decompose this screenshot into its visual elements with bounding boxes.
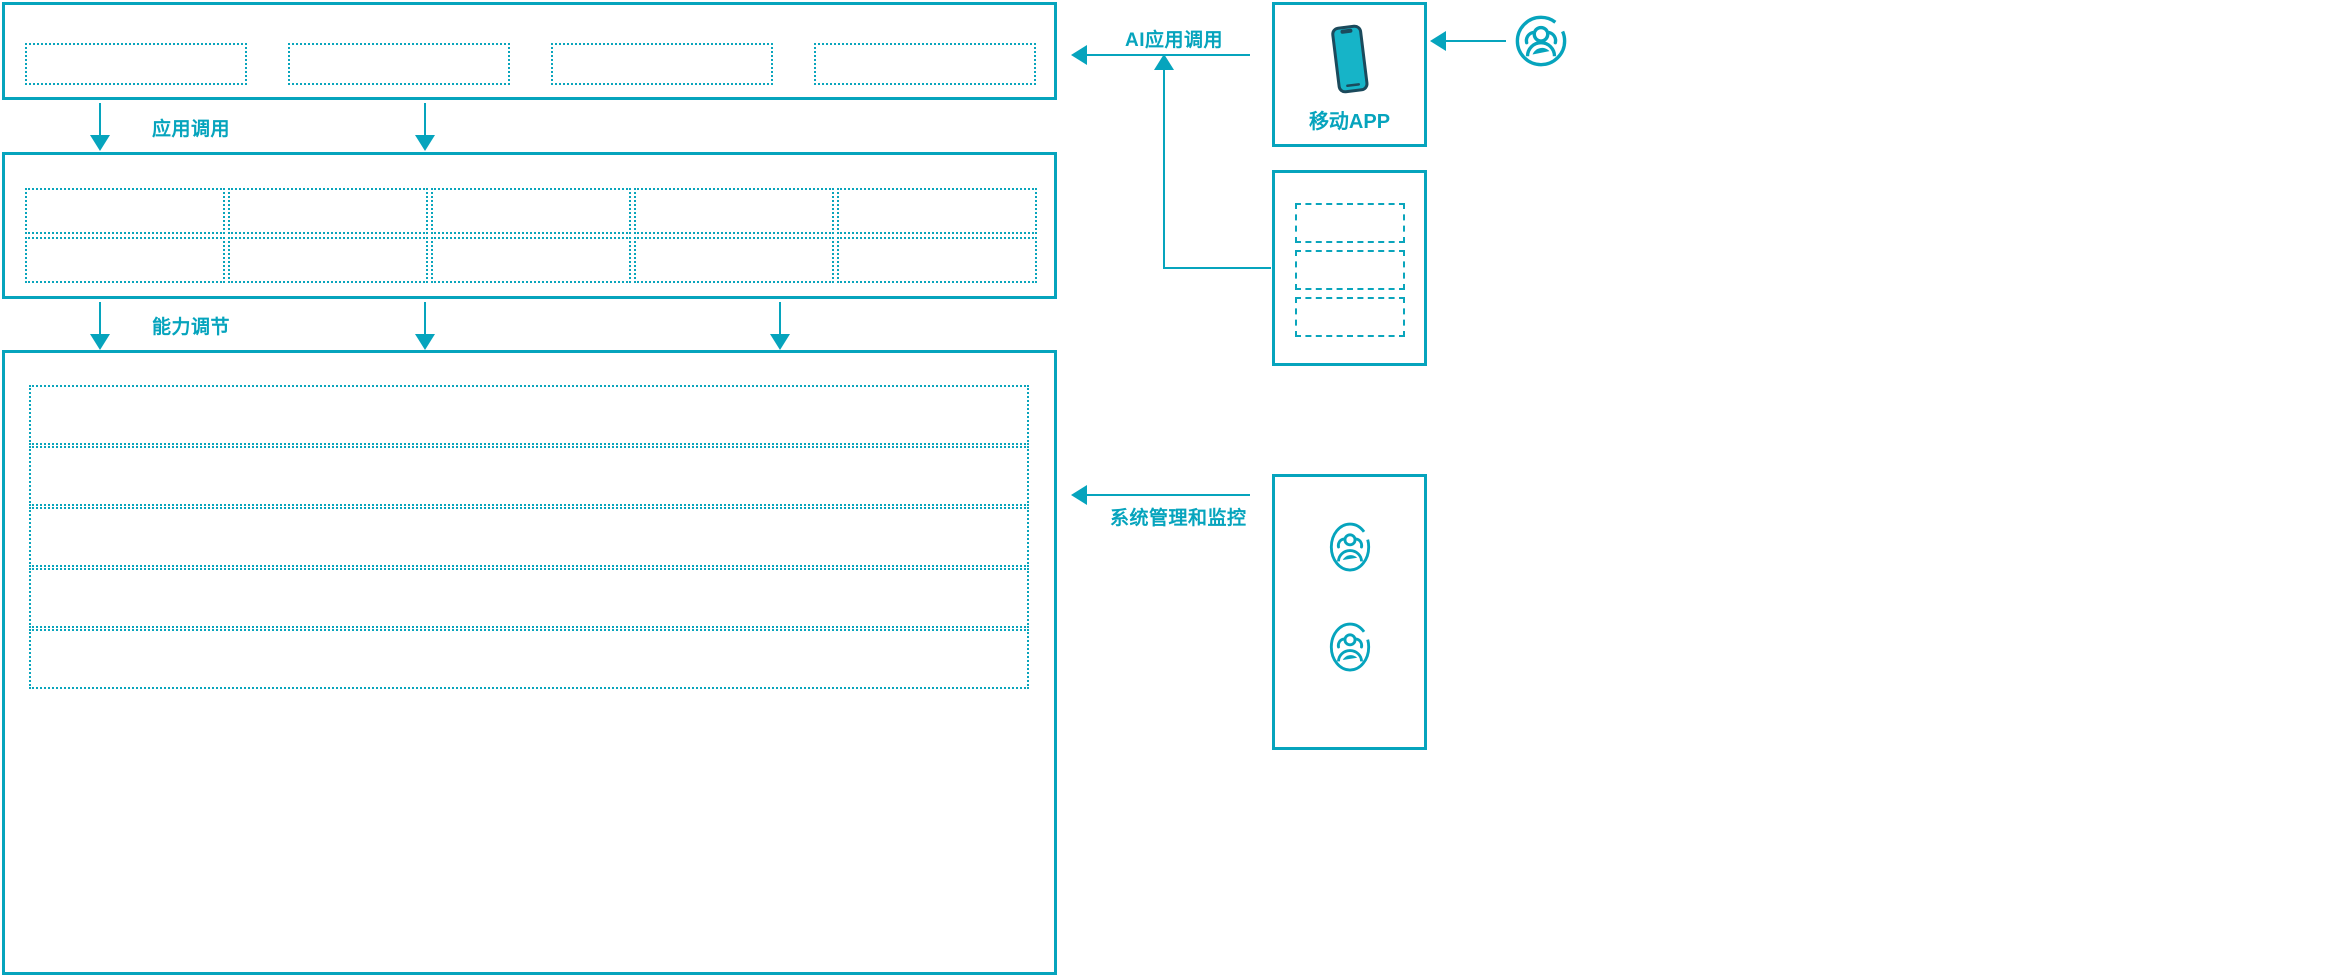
cap-slot-r1c5[interactable] [837, 188, 1037, 234]
channel-card [1272, 170, 1427, 366]
cap-slot-r2c3[interactable] [431, 237, 631, 283]
mobile-app-label: 移动APP [1308, 111, 1391, 133]
ai-app-call-label: AI应用调用 [1125, 30, 1224, 51]
cap-slot-r1c3[interactable] [431, 188, 631, 234]
app-slot-2[interactable] [288, 43, 510, 85]
channel-to-ai-arrow [1163, 68, 1165, 268]
platform-row-2[interactable] [29, 446, 1029, 506]
channel-slot-3[interactable] [1295, 297, 1405, 337]
smartphone-icon [1275, 23, 1424, 97]
cap-slot-r2c5[interactable] [837, 237, 1037, 283]
platform-row-4[interactable] [29, 568, 1029, 628]
end-user-actor[interactable] [1512, 12, 1570, 70]
app-call-arrow-left [99, 103, 101, 137]
capability-call-arrow-3 [779, 302, 781, 336]
channel-slot-2[interactable] [1295, 250, 1405, 290]
platform-row-1[interactable] [29, 385, 1029, 445]
ops-users-icon-1[interactable] [1275, 521, 1424, 573]
application-layer-panel [2, 2, 1057, 100]
sys-monitor-label: 系统管理和监控 [1110, 508, 1247, 529]
platform-row-5[interactable] [29, 629, 1029, 689]
cap-slot-r1c2[interactable] [228, 188, 428, 234]
channel-slot-1[interactable] [1295, 203, 1405, 243]
channel-to-ai-elbow [1163, 267, 1271, 269]
end-user-arrow [1444, 40, 1506, 42]
app-slot-1[interactable] [25, 43, 247, 85]
cap-slot-r2c1[interactable] [25, 237, 225, 283]
capability-call-arrow-1 [99, 302, 101, 336]
cap-slot-r1c4[interactable] [634, 188, 834, 234]
app-call-label: 应用调用 [152, 119, 231, 140]
capability-layer-panel [2, 152, 1057, 299]
platform-row-3[interactable] [29, 507, 1029, 567]
app-slot-4[interactable] [814, 43, 1036, 85]
cap-slot-r1c1[interactable] [25, 188, 225, 234]
mobile-app-card[interactable]: 移动APP [1272, 2, 1427, 147]
app-slot-3[interactable] [551, 43, 773, 85]
capability-call-label: 能力调节 [152, 317, 231, 338]
sys-monitor-arrow [1085, 494, 1250, 496]
cap-slot-r2c4[interactable] [634, 237, 834, 283]
platform-layer-panel [2, 350, 1057, 975]
app-call-arrow-right [424, 103, 426, 137]
operations-card [1272, 474, 1427, 750]
capability-call-arrow-2 [424, 302, 426, 336]
ops-users-icon-2[interactable] [1275, 621, 1424, 673]
cap-slot-r2c2[interactable] [228, 237, 428, 283]
